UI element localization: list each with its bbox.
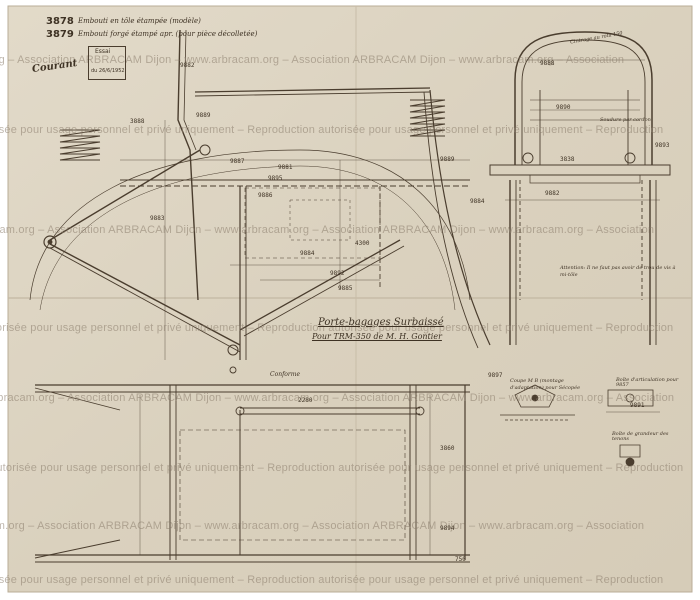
stamp-box-date: du 26/6/1952 [91, 68, 125, 74]
weld-note: Soudure par cordon [600, 117, 651, 123]
section-note: Coupe M B (montage d'adaptation) pour Sé… [510, 378, 581, 391]
drawing-title: Porte-bagages Surbaissé [318, 317, 444, 328]
dim-label: 9891 [630, 402, 645, 409]
dim-label: 4300 [355, 240, 370, 247]
dim-label: 9895 [268, 175, 283, 182]
watermark-row-5: www.arbracam.org – Association ARBRACAM … [0, 392, 675, 404]
dim-label: 9889 [440, 156, 455, 163]
dim-label: 9884 [470, 198, 485, 205]
rear-view [489, 31, 671, 345]
dim-label: 9892 [330, 270, 345, 277]
dim-label: 9885 [338, 285, 353, 292]
watermark-row-1: www.arbracam.org – Association ARBRACAM … [0, 54, 625, 66]
dim-label: 9893 [655, 142, 670, 149]
drawing-ref-2-note: Embouti forgé étampé apr. (pour pièce dé… [78, 30, 258, 38]
dim-label: 9886 [258, 192, 273, 199]
dim-label: 2280 [298, 397, 313, 404]
stamp-box: Essai du 26/6/1952 [88, 46, 126, 80]
right-note-2: Boîte de grandeur des tenons [612, 431, 669, 442]
plan-view [34, 384, 470, 563]
watermark-row-7: www.arbracam.org – Association ARBRACAM … [0, 520, 645, 532]
attention-note: Attention: Il ne faut pas avoir de trou … [560, 265, 676, 278]
dim-label: 9889 [196, 112, 211, 119]
dim-label: 9883 [150, 215, 165, 222]
drawing-ref-1: 3878 [46, 16, 74, 27]
dim-label: 9882 [545, 190, 560, 197]
detail-views [500, 384, 660, 467]
dim-label: 9882 [180, 62, 195, 69]
dim-label: 9890 [556, 104, 571, 111]
dim-label: 9888 [540, 60, 555, 67]
paper-background [7, 5, 693, 593]
dim-label: 9887 [230, 158, 245, 165]
dim-label: 3860 [440, 445, 455, 452]
watermark-row-3: www.arbracam.org – Association ARBRACAM … [0, 224, 655, 236]
drawing-subtitle: Pour TRM-350 de M. H. Gontier [312, 332, 442, 341]
drawing-ref-2: 3879 [46, 29, 74, 40]
drawing-ref-1-note: Embouti en tôle étampée (modèle) [78, 17, 201, 25]
dim-label: 9884 [300, 250, 315, 257]
stamp-box-title: Essai [95, 48, 111, 55]
watermark-row-8: autorisée pour usage personnel et privé … [0, 574, 664, 586]
dim-label: 9894 [440, 525, 455, 532]
right-note-1: Boîte d'articulation pour 9857 [616, 377, 679, 388]
dim-label: 750 [455, 556, 466, 563]
side-view [29, 29, 491, 374]
dim-label: 3838 [560, 156, 575, 163]
watermark-row-6: autorisée pour usage personnel et privé … [0, 462, 684, 474]
watermark-row-4: autorisée pour usage personnel et privé … [0, 322, 674, 334]
sign-note: Conforme [270, 371, 301, 378]
dim-label: 9881 [278, 164, 293, 171]
dim-label: 9897 [488, 372, 503, 379]
dim-label: 3888 [130, 118, 145, 125]
watermark-row-2: autorisée pour usage personnel et privé … [0, 124, 664, 136]
